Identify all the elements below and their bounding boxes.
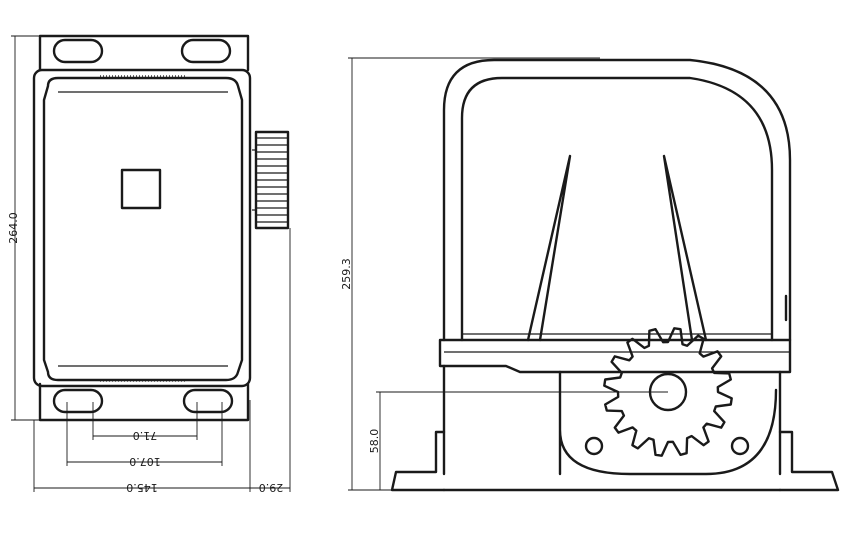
dim-107: 107.0	[66, 402, 223, 468]
dim-145: 145.0	[33, 400, 251, 494]
left-foot	[390, 430, 446, 492]
top-left-slot	[52, 38, 104, 64]
bottom-right-slot	[182, 388, 234, 414]
side-gear	[249, 130, 290, 230]
housing-bolt-left	[584, 436, 604, 456]
bottom-flange	[38, 382, 250, 422]
dim-29: 29.0	[250, 228, 291, 494]
top-right-slot	[180, 38, 232, 64]
dim-264: 264.0	[7, 35, 40, 421]
dim-145-label: 145.0	[126, 481, 158, 494]
dim-29-label: 29.0	[259, 481, 284, 494]
front-view: 264.0 71.0 107.0 145.0 29.0	[7, 34, 291, 494]
dim-107-label: 107.0	[129, 455, 161, 468]
dim-71-label: 71.0	[133, 429, 158, 442]
motor-housing	[558, 370, 778, 476]
release-key-square	[120, 168, 162, 210]
mid-band	[438, 338, 792, 374]
dim-58-label: 58.0	[368, 429, 381, 454]
left-slot	[526, 154, 572, 342]
cover-outline	[42, 76, 244, 382]
bottom-left-slot	[52, 388, 104, 414]
right-foot	[778, 430, 840, 492]
dim-58: 58.0	[368, 391, 668, 490]
dim-71: 71.0	[92, 402, 198, 442]
cover-arch-outer	[442, 58, 792, 342]
body-outline	[32, 68, 252, 388]
cover-arch-inner	[460, 76, 774, 342]
housing-bolt-right	[730, 436, 750, 456]
dim-259-label: 259.3	[340, 258, 353, 290]
right-slot	[662, 154, 708, 342]
side-view: 259.3 58.0	[340, 57, 840, 492]
top-flange	[38, 34, 250, 72]
dim-264-label: 264.0	[7, 212, 20, 244]
dim-259: 259.3	[340, 57, 600, 491]
